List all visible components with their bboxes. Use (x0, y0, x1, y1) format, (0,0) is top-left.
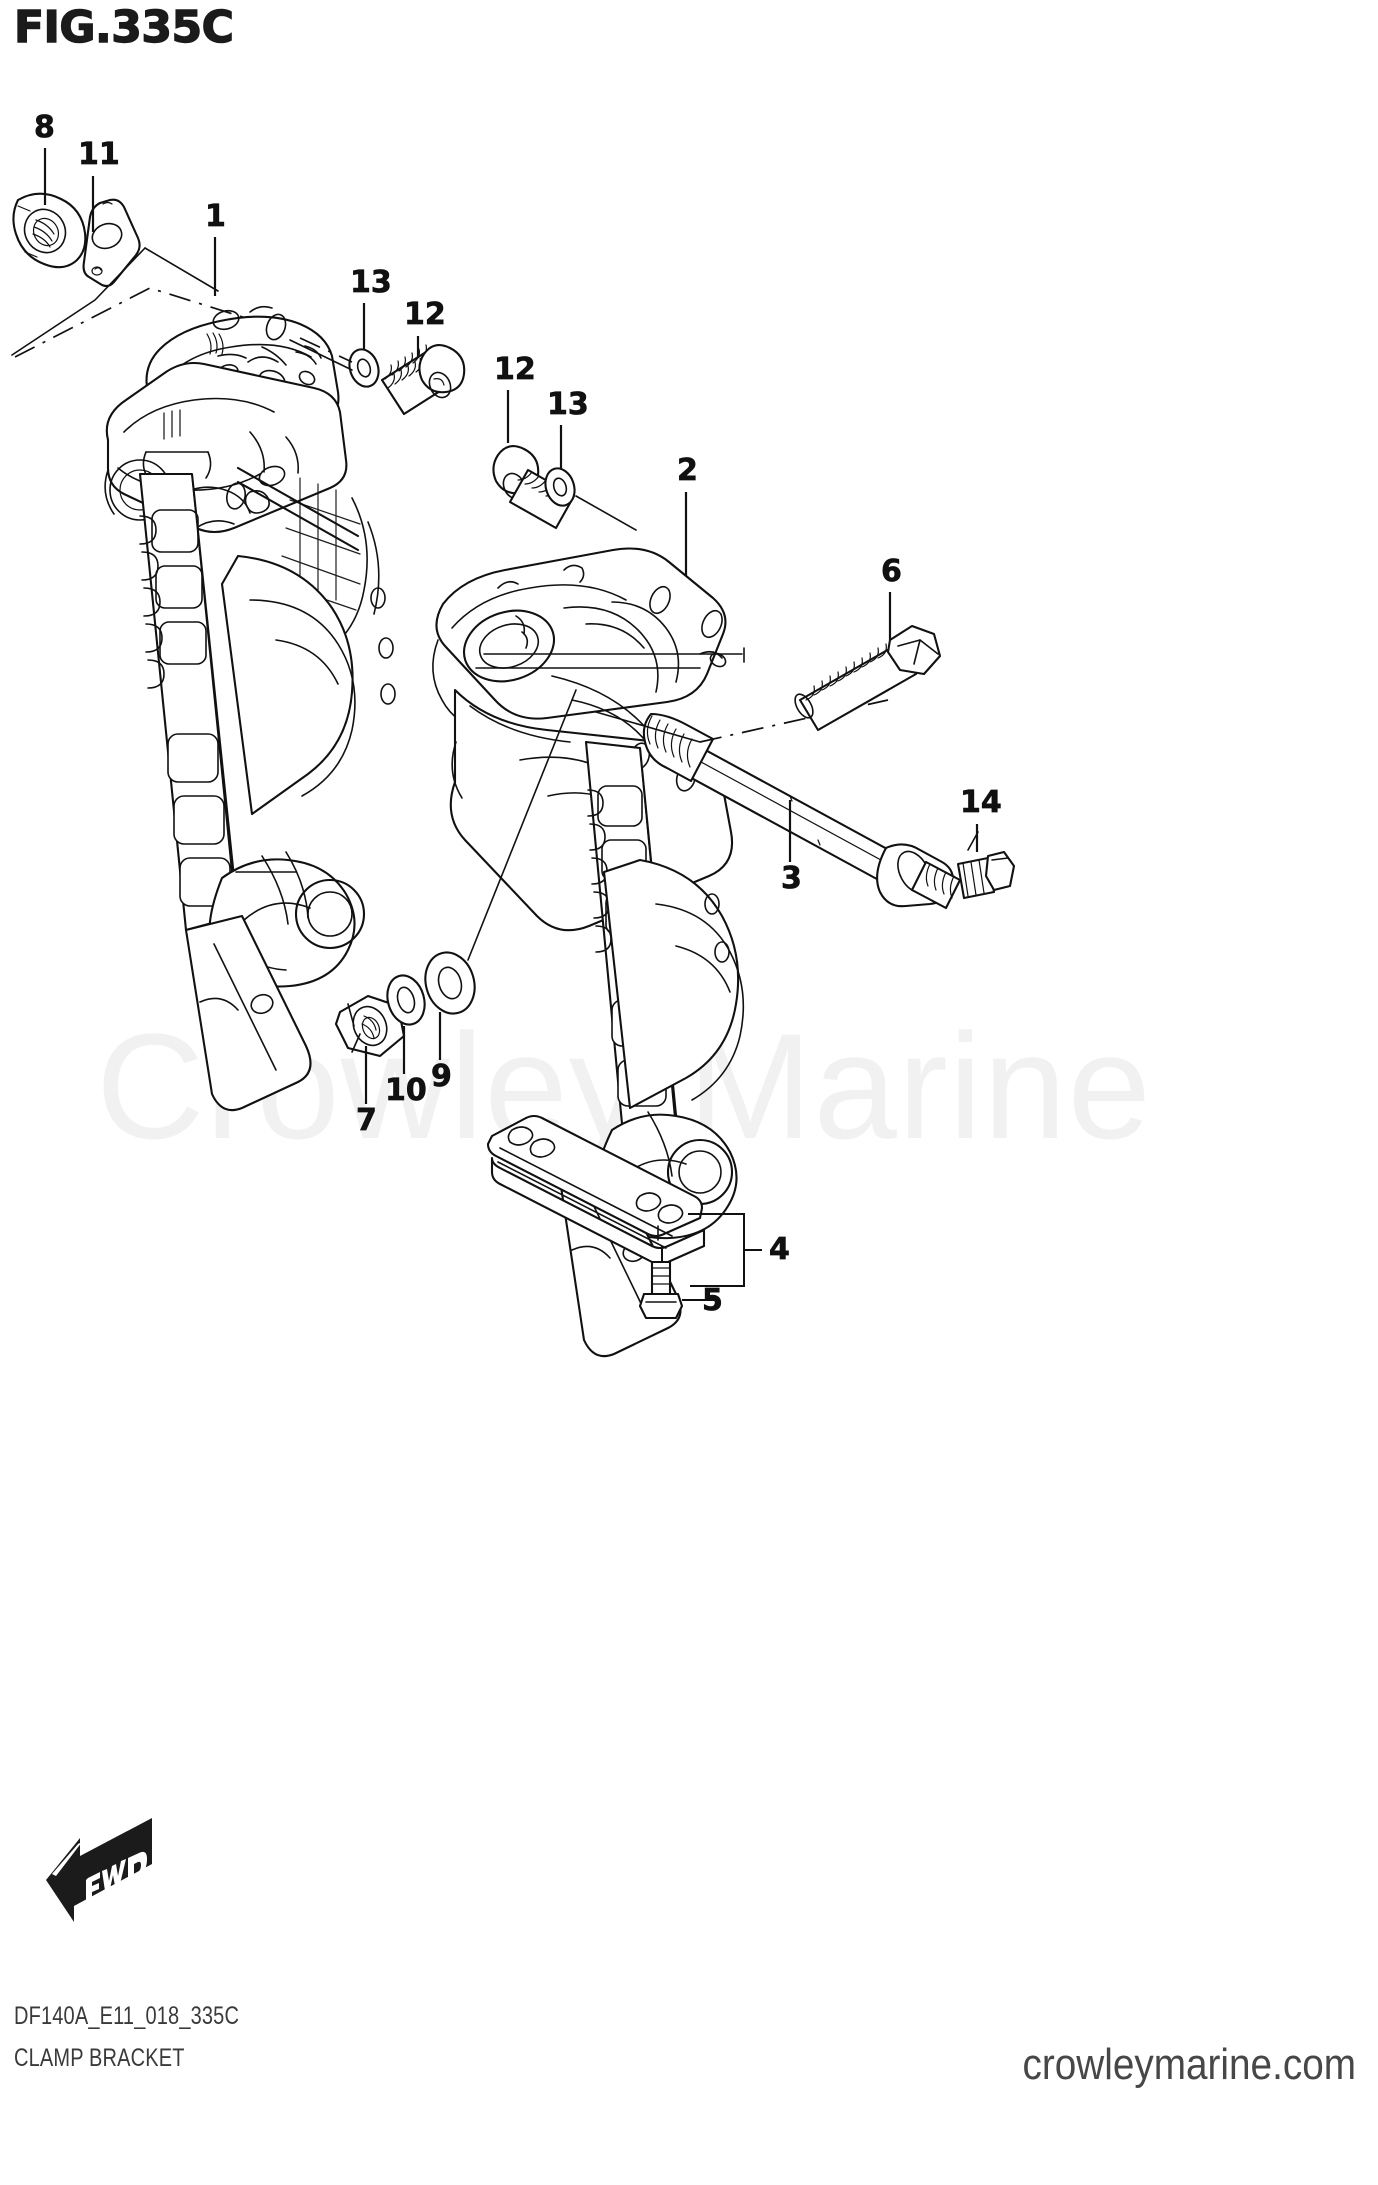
callout-7: 7 (356, 1103, 378, 1138)
part-6-hex-bolt (794, 624, 942, 732)
part-12-socket-cap-screw-a (380, 344, 466, 416)
callout-5: 5 (702, 1283, 724, 1318)
site-url: crowleymarine.com (1022, 2040, 1356, 2089)
fwd-direction-badge (46, 1818, 152, 1922)
callout-10: 10 (385, 1073, 427, 1108)
bracket1-adjust-slots (151, 509, 231, 907)
part-4-anode-bar (486, 1114, 706, 1266)
diagram-name: CLAMP BRACKET (14, 2044, 185, 2072)
part-5-flange-bolt (638, 1260, 684, 1320)
part-11-plate-bushing (82, 198, 141, 288)
part-13-flat-washer-b (544, 467, 576, 507)
part-9-large-washer (424, 951, 476, 1015)
part-13-flat-washer-a (348, 348, 380, 388)
callout-14: 14 (960, 785, 1002, 820)
callout-11: 11 (78, 137, 120, 172)
callout-13: 13 (350, 265, 392, 300)
callout-9: 9 (431, 1059, 453, 1094)
part-3-swivel-shaft (642, 712, 962, 910)
bracket1-edge-notches (139, 515, 165, 689)
diagram-code: DF140A_E11_018_335C (14, 2002, 240, 2030)
callout-3: 3 (781, 861, 803, 896)
callout-1: 1 (205, 199, 227, 234)
part-10-small-washer (386, 974, 426, 1026)
part-14-end-bolt (956, 850, 1016, 900)
callout-12: 12 (404, 297, 446, 332)
part-8-lock-nut (12, 192, 87, 269)
callout-2: 2 (677, 453, 699, 488)
callout-12b: 12 (494, 352, 536, 387)
callout-8: 8 (34, 110, 56, 145)
part-1-clamp-bracket-left (104, 305, 396, 1112)
part-7-hex-nut (334, 994, 406, 1058)
bracket1-mesh-hatch (279, 477, 361, 611)
callout-6: 6 (881, 554, 903, 589)
page-title: FIG.335C (13, 1, 234, 53)
callout-13b: 13 (547, 387, 589, 422)
callout-4: 4 (769, 1232, 791, 1267)
